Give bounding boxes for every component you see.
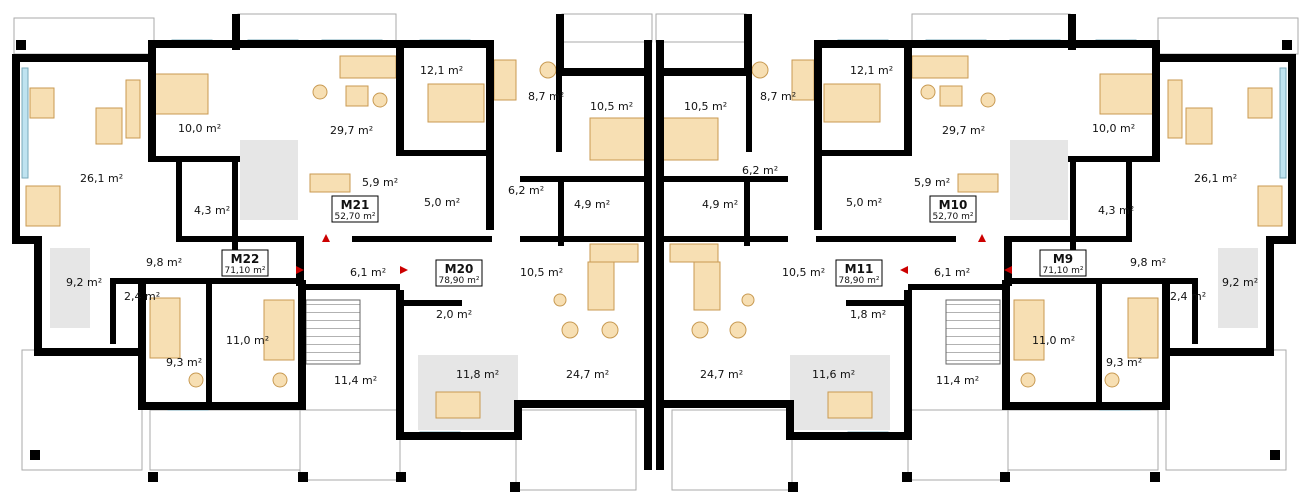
- room-label: 12,1 m²: [850, 64, 893, 77]
- room-label: 4,9 m²: [574, 198, 610, 211]
- room-label: 2,0 m²: [436, 308, 472, 321]
- room-label: 9,8 m²: [146, 256, 182, 269]
- walls: [12, 14, 1296, 492]
- furniture: [25, 55, 1283, 419]
- unit-area: 71,10 m²: [1042, 266, 1083, 276]
- unit-tag-m9: M9 71,10 m²: [1039, 249, 1087, 277]
- room-label: 29,7 m²: [330, 124, 373, 137]
- room-label: 4,3 m²: [194, 204, 230, 217]
- floor-zones: [50, 140, 1258, 430]
- room-label: 9,2 m²: [1222, 276, 1258, 289]
- room-label: 2,4 m²: [124, 290, 160, 303]
- room-label: 26,1 m²: [80, 172, 123, 185]
- room-label: 10,5 m²: [590, 100, 633, 113]
- room-label: 10,0 m²: [1092, 122, 1135, 135]
- room-label: 8,7 m²: [760, 90, 796, 103]
- staircases: [305, 299, 1001, 365]
- room-label: 29,7 m²: [942, 124, 985, 137]
- room-label: 2,4 m²: [1170, 290, 1206, 303]
- room-label: 5,9 m²: [914, 176, 950, 189]
- unit-tag-m21: M21 52,70 m²: [331, 195, 379, 223]
- unit-area: 78,90 m²: [438, 276, 479, 286]
- room-label: 12,1 m²: [420, 64, 463, 77]
- room-label: 10,5 m²: [782, 266, 825, 279]
- unit-tag-m22: M22 71,10 m²: [221, 249, 269, 277]
- unit-tag-m10: M10 52,70 m²: [929, 195, 977, 223]
- unit-area: 52,70 m²: [932, 212, 973, 222]
- unit-name: M20: [445, 262, 474, 276]
- room-label: 5,0 m²: [846, 196, 882, 209]
- room-label: 26,1 m²: [1194, 172, 1237, 185]
- room-label: 10,5 m²: [520, 266, 563, 279]
- unit-area: 78,90 m²: [838, 276, 879, 286]
- room-labels: 10,0 m² 29,7 m² 12,1 m² 8,7 m² 10,5 m² 2…: [66, 64, 1258, 387]
- unit-area: 52,70 m²: [334, 212, 375, 222]
- unit-name: M21: [341, 198, 370, 212]
- room-label: 11,0 m²: [226, 334, 269, 347]
- room-label: 11,4 m²: [334, 374, 377, 387]
- room-label: 9,3 m²: [166, 356, 202, 369]
- room-label: 9,8 m²: [1130, 256, 1166, 269]
- room-label: 4,3 m²: [1098, 204, 1134, 217]
- room-label: 6,2 m²: [742, 164, 778, 177]
- room-label: 1,8 m²: [850, 308, 886, 321]
- unit-area: 71,10 m²: [224, 266, 265, 276]
- room-label: 9,3 m²: [1106, 356, 1142, 369]
- room-label: 10,0 m²: [178, 122, 221, 135]
- unit-name: M11: [845, 262, 874, 276]
- unit-tag-m11: M11 78,90 m²: [835, 259, 883, 287]
- room-label: 9,2 m²: [66, 276, 102, 289]
- unit-name: M10: [939, 198, 968, 212]
- unit-name: M22: [231, 252, 260, 266]
- entrance-markers: [296, 234, 1012, 274]
- room-label: 24,7 m²: [700, 368, 743, 381]
- room-label: 6,1 m²: [350, 266, 386, 279]
- unit-tag-m20: M20 78,90 m²: [435, 259, 483, 287]
- room-label: 11,0 m²: [1032, 334, 1075, 347]
- room-label: 6,2 m²: [508, 184, 544, 197]
- room-label: 4,9 m²: [702, 198, 738, 211]
- room-label: 5,9 m²: [362, 176, 398, 189]
- room-label: 24,7 m²: [566, 368, 609, 381]
- room-label: 10,5 m²: [684, 100, 727, 113]
- room-label: 11,8 m²: [456, 368, 499, 381]
- room-label: 8,7 m²: [528, 90, 564, 103]
- room-label: 6,1 m²: [934, 266, 970, 279]
- room-label: 5,0 m²: [424, 196, 460, 209]
- unit-name: M9: [1053, 252, 1073, 266]
- room-label: 11,4 m²: [936, 374, 979, 387]
- room-label: 11,6 m²: [812, 368, 855, 381]
